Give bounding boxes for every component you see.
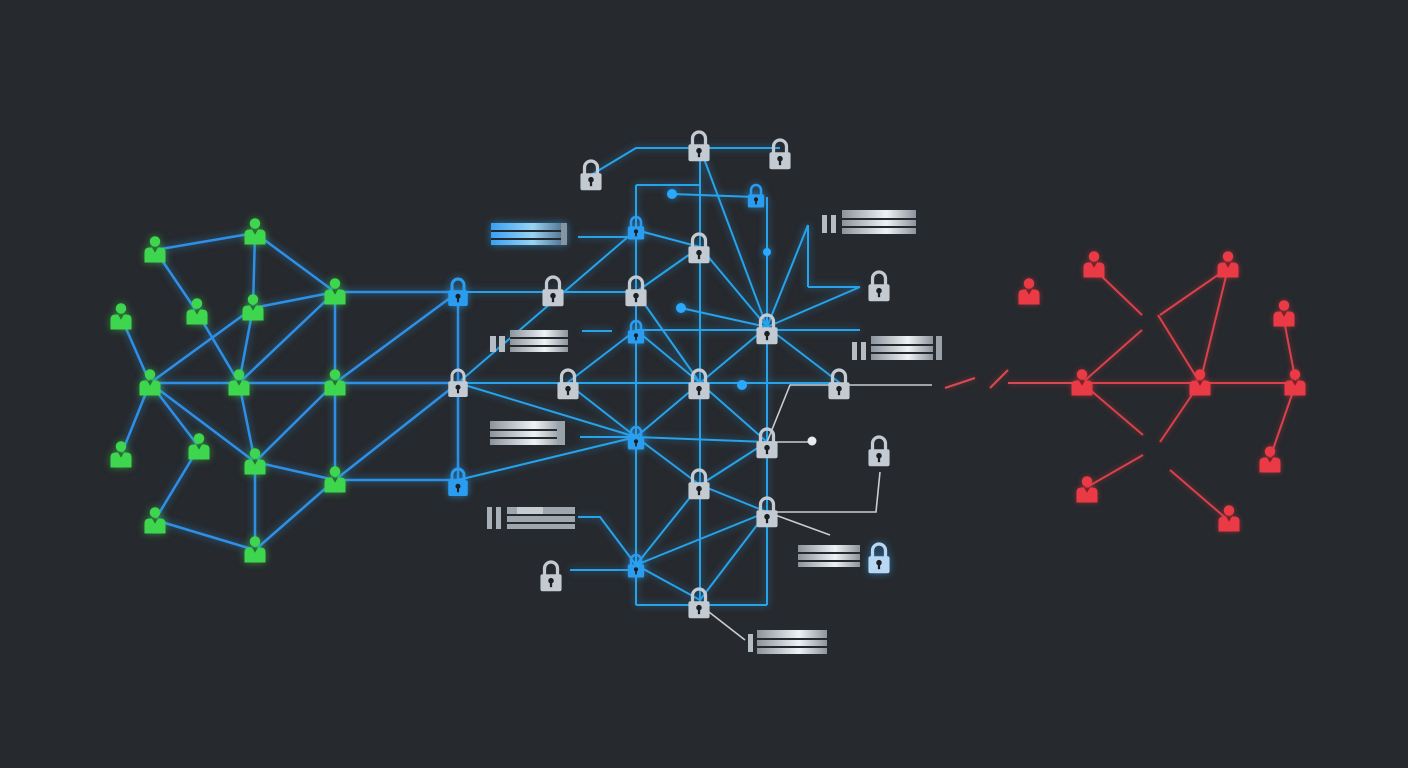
user-icon <box>324 278 346 305</box>
trusted-user-nodes <box>110 218 346 563</box>
user-icon <box>228 369 250 396</box>
padlock-icon <box>686 130 712 162</box>
user-icon <box>242 294 264 321</box>
user-icon <box>110 303 132 330</box>
user-icon <box>139 369 161 396</box>
trusted-network-edges <box>119 231 460 552</box>
padlock-icon <box>446 277 470 306</box>
data-block <box>852 336 942 360</box>
padlock-icon <box>866 435 892 467</box>
padlock-icon <box>538 560 564 592</box>
user-icon <box>1189 369 1211 396</box>
untrusted-network-edges <box>1081 267 1297 521</box>
user-icon <box>244 536 266 563</box>
junction-dots <box>667 189 771 390</box>
user-icon <box>1284 369 1306 396</box>
user-icon <box>324 369 346 396</box>
padlock-icon <box>866 270 892 302</box>
endpoint-dot <box>807 436 817 446</box>
user-icon <box>144 507 166 534</box>
user-icon <box>144 236 166 263</box>
data-block <box>822 210 916 234</box>
user-icon <box>110 441 132 468</box>
padlock-icon <box>767 138 793 170</box>
user-icon <box>244 218 266 245</box>
user-icon <box>1217 251 1239 278</box>
padlock-icon <box>746 183 766 208</box>
user-icon <box>244 448 266 475</box>
user-icon <box>1259 446 1281 473</box>
broken-connection <box>944 369 1082 389</box>
padlock-icon <box>555 368 581 400</box>
outbound-connectors <box>699 384 932 641</box>
data-block <box>748 630 827 654</box>
data-block <box>491 223 567 245</box>
user-icon <box>324 466 346 493</box>
user-icon <box>1076 476 1098 503</box>
highlighted-padlock <box>866 542 892 574</box>
padlock-icon <box>540 275 566 307</box>
data-block <box>490 330 568 352</box>
data-block <box>798 545 860 567</box>
padlock-icon <box>866 542 892 574</box>
user-icon <box>1273 300 1295 327</box>
padlock-icon <box>826 368 852 400</box>
user-icon <box>1083 251 1105 278</box>
user-icon <box>1018 278 1040 305</box>
data-blocks <box>487 210 942 654</box>
untrusted-user-nodes <box>1018 251 1306 532</box>
secure-layer-edges <box>457 147 861 606</box>
padlock-icon <box>578 159 604 191</box>
user-icon <box>1218 505 1240 532</box>
data-block <box>490 421 565 445</box>
data-block <box>487 507 575 529</box>
user-icon <box>1071 369 1093 396</box>
